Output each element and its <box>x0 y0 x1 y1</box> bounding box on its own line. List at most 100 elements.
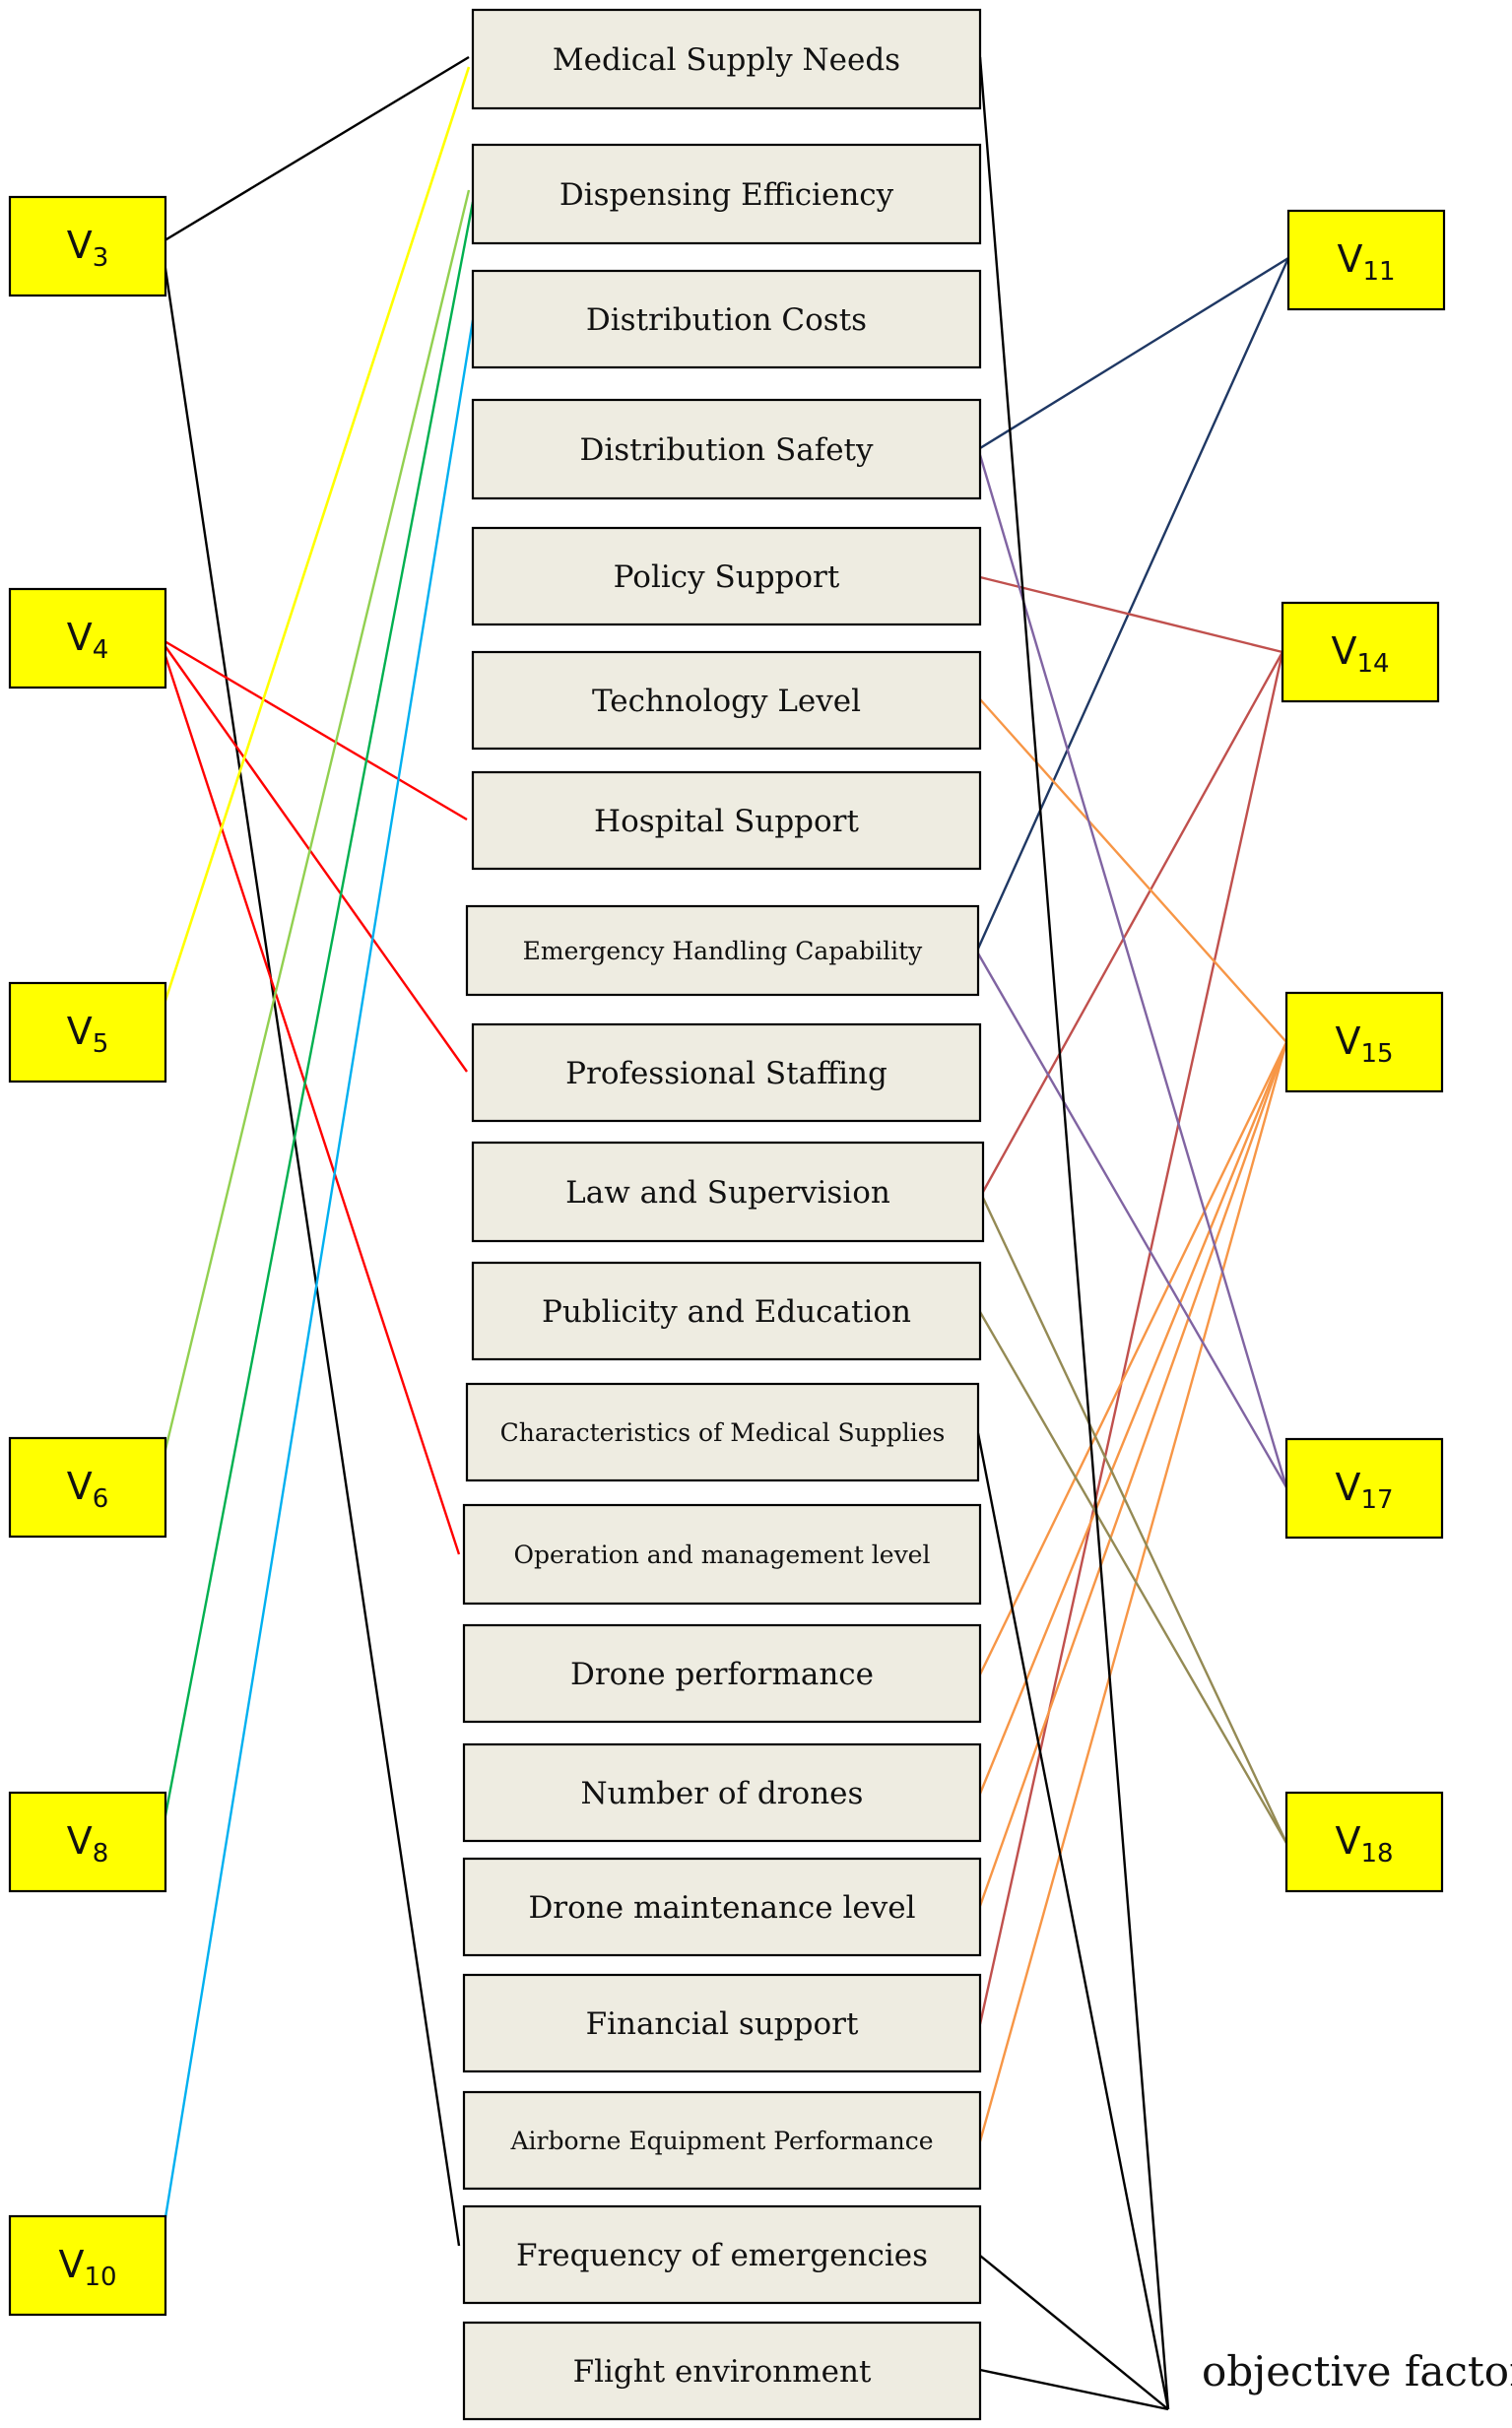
link-objective-f11 <box>976 1432 1170 2410</box>
variable-subscript: 5 <box>93 1029 109 1059</box>
variable-box-v5: V5 <box>8 981 167 1083</box>
variable-letter: V <box>1331 629 1356 673</box>
factor-label: Number of drones <box>581 1776 864 1811</box>
link-v15-f14 <box>978 1041 1288 1795</box>
variable-label: V10 <box>58 2243 116 2292</box>
variable-label: V17 <box>1335 1466 1393 1515</box>
link-v8-f1 <box>160 201 475 1837</box>
variable-subscript: 6 <box>93 1484 109 1514</box>
factor-label: Technology Level <box>592 684 861 719</box>
variable-box-v3: V3 <box>8 195 167 297</box>
factor-box-rect <box>471 1261 982 1361</box>
factor-box: Medical Supply Needs <box>471 8 982 110</box>
factor-box-rect <box>471 650 982 751</box>
link-v17-f3 <box>978 454 1288 1488</box>
factor-label: Distribution Costs <box>586 302 867 338</box>
factor-label: Frequency of emergencies <box>516 2238 928 2273</box>
variable-subscript: 18 <box>1360 1839 1393 1869</box>
link-v15-f17 <box>978 1041 1288 2142</box>
factor-box-rect <box>462 1742 982 1843</box>
variable-label: V8 <box>67 1819 109 1869</box>
link-v14-f4 <box>979 575 1283 654</box>
factor-label: Emergency Handling Capability <box>523 937 924 965</box>
variable-label: V18 <box>1335 1819 1393 1869</box>
factor-box-rect <box>471 269 982 369</box>
variable-subscript: 8 <box>93 1839 109 1869</box>
factor-box: Airborne Equipment Performance <box>462 2090 982 2191</box>
variable-letter: V <box>58 2243 84 2286</box>
variable-box-v14: V14 <box>1281 601 1440 703</box>
variable-box-rect <box>8 1436 167 1539</box>
factor-box: Dispensing Efficiency <box>471 143 982 245</box>
variable-subscript: 11 <box>1362 257 1395 287</box>
variable-box-v11: V11 <box>1286 209 1446 311</box>
link-v15-f5 <box>979 698 1287 1043</box>
link-v3-f18 <box>160 241 461 2247</box>
factor-label: Operation and management level <box>514 1541 931 1569</box>
variable-subscript: 3 <box>93 243 109 273</box>
factor-box-rect <box>462 2321 982 2421</box>
variable-letter: V <box>1337 237 1362 281</box>
link-objective-f19 <box>979 2368 1169 2411</box>
factor-box: Policy Support <box>471 526 982 626</box>
factor-box: Professional Staffing <box>471 1022 982 1123</box>
factor-label: Medical Supply Needs <box>553 42 900 78</box>
link-v17-f7 <box>976 952 1288 1488</box>
link-v3-f0 <box>161 55 470 244</box>
factor-box-rect <box>471 1141 985 1243</box>
factor-box: Distribution Costs <box>471 269 982 369</box>
link-v6-f1 <box>162 189 471 1459</box>
factor-box: Drone maintenance level <box>462 1857 982 1957</box>
variable-letter: V <box>67 224 93 267</box>
variable-box-rect <box>1284 1437 1444 1540</box>
factor-label: Policy Support <box>614 559 840 595</box>
variable-subscript: 14 <box>1356 649 1389 679</box>
variable-box-rect <box>8 2214 167 2317</box>
variable-box-v18: V18 <box>1284 1791 1444 1893</box>
variable-box-rect <box>1284 991 1444 1093</box>
factor-label: Publicity and Education <box>542 1294 911 1330</box>
link-v15-f15 <box>978 1041 1288 1907</box>
objective-factor-label: objective factor <box>1202 2347 1512 2395</box>
variable-letter: V <box>67 616 93 659</box>
factor-box: Operation and management level <box>462 1503 982 1606</box>
factor-box: Hospital Support <box>471 770 982 871</box>
variable-box-v4: V4 <box>8 587 167 689</box>
factor-label: Characteristics of Medical Supplies <box>500 1418 946 1447</box>
variable-box-rect <box>1281 601 1440 703</box>
link-v18-f9 <box>981 1197 1288 1844</box>
factor-label: Airborne Equipment Performance <box>509 2127 933 2155</box>
link-v18-f10 <box>978 1311 1288 1844</box>
variable-label: V14 <box>1331 629 1389 679</box>
variable-letter: V <box>67 1010 93 1053</box>
factor-box-rect <box>471 1022 982 1123</box>
factor-box-rect <box>471 526 982 626</box>
link-objective-f18 <box>979 2255 1169 2410</box>
factor-label: Financial support <box>586 2006 859 2042</box>
link-v11-f3 <box>979 256 1289 450</box>
variable-label: V6 <box>67 1465 109 1514</box>
factor-box-rect <box>462 2090 982 2191</box>
link-v14-f16 <box>978 651 1284 2025</box>
variable-box-rect <box>8 587 167 689</box>
factor-label: Flight environment <box>573 2354 872 2390</box>
variable-label: V11 <box>1337 237 1395 287</box>
link-v15-f13 <box>978 1041 1288 1675</box>
variable-label: V3 <box>67 224 109 273</box>
factor-box-rect <box>465 904 980 997</box>
factor-box-rect <box>462 2204 982 2305</box>
factor-box: Drone performance <box>462 1623 982 1724</box>
link-v10-f2 <box>160 319 475 2243</box>
factor-box-rect <box>471 770 982 871</box>
factor-box: Emergency Handling Capability <box>465 904 980 997</box>
variable-letter: V <box>67 1465 93 1508</box>
factor-box: Law and Supervision <box>471 1141 985 1243</box>
variable-box-rect <box>1286 209 1446 311</box>
variable-box-v15: V15 <box>1284 991 1444 1093</box>
variable-box-v10: V10 <box>8 2214 167 2317</box>
variable-subscript: 17 <box>1360 1485 1393 1515</box>
factor-box: Technology Level <box>471 650 982 751</box>
factor-box: Financial support <box>462 1973 982 2073</box>
factor-box: Characteristics of Medical Supplies <box>465 1382 980 1482</box>
